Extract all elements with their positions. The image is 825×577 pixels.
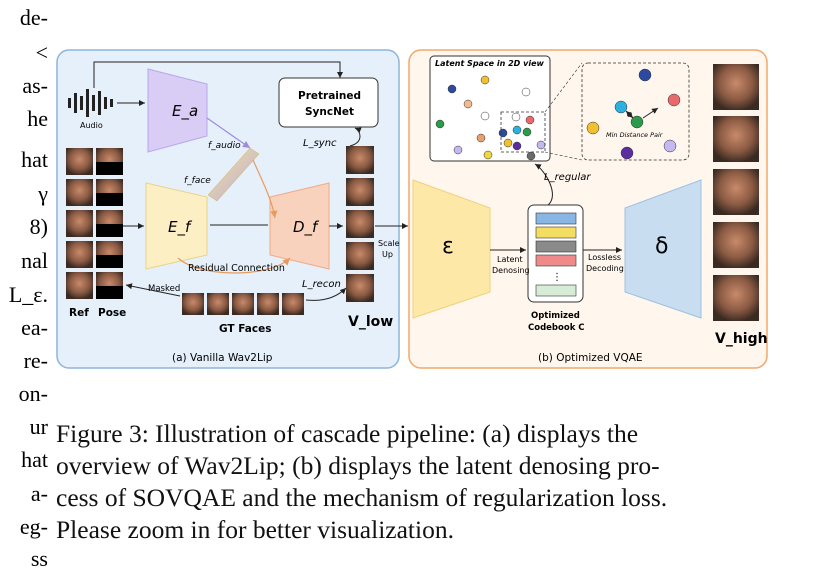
audio-encoder-label: E_a [172, 102, 198, 121]
latent-denosing-line1: Latent [497, 255, 523, 264]
vq-decoder-label: δ [655, 234, 668, 259]
latent-denosing-line2: Denosing [492, 266, 530, 275]
feature-bar [207, 147, 260, 202]
pose-label: Pose [98, 307, 126, 319]
figure-caption: Figure 3: Illustration of cascade pipeli… [56, 418, 816, 546]
zoom-box [581, 62, 690, 161]
caption-line: overview of Wav2Lip; (b) displays the la… [56, 451, 660, 480]
scale-up-line2: Up [382, 250, 393, 259]
left-fragment: he [27, 106, 48, 131]
face-decoder-label: D_f [293, 218, 320, 237]
left-fragment: ur [29, 414, 48, 439]
audio-label: Audio [80, 121, 103, 130]
f-face-label: f_face [184, 176, 211, 186]
left-fragment: as- [22, 73, 48, 98]
face-encoder-label: E_f [168, 218, 193, 237]
residual-label: Residual Connection [188, 263, 285, 274]
latent-space-title: Latent Space in 2D view [435, 59, 544, 68]
caption-line: cess of SOVQAE and the mechanism of regu… [56, 483, 668, 512]
left-fragment: ea- [21, 315, 48, 340]
left-fragment: hat [21, 147, 48, 172]
face-encoder-block [145, 182, 208, 270]
syncnet-line1: Pretrained [298, 90, 361, 102]
left-fragment: hat [21, 447, 48, 472]
vq-encoder-block [412, 179, 491, 319]
input-face-grid [66, 148, 123, 299]
syncnet-block [278, 77, 379, 128]
caption-line: Please zoom in for better visualization. [56, 515, 454, 544]
codebook-line1: Optimized [531, 311, 580, 321]
v-high-label: V_high [715, 331, 768, 347]
f-audio-label: f_audio [208, 141, 241, 151]
panel-b-caption: (b) Optimized VQAE [538, 352, 643, 364]
codebook-ellipsis: ⋮ [552, 272, 562, 283]
left-fragment: nal [21, 248, 48, 273]
lossless-line1: Lossless [588, 253, 621, 262]
vq-decoder-block [624, 179, 702, 319]
left-fragment: on- [18, 381, 48, 406]
left-fragment: re- [23, 348, 48, 373]
codebook-line2: Codebook C [528, 323, 585, 333]
left-fragment: ss [30, 546, 48, 571]
l-recon-label: L_recon [302, 279, 341, 290]
ref-label: Ref [69, 307, 89, 319]
left-fragment: < [35, 40, 48, 65]
face-decoder-block [269, 182, 330, 270]
left-fragment: eg- [19, 514, 48, 539]
scale-up-line1: Scale [378, 239, 400, 248]
audio-encoder-block [147, 68, 208, 153]
gt-faces-label: GT Faces [219, 323, 272, 335]
vq-encoder-label: ε [442, 234, 454, 259]
panel-a-caption: (a) Vanilla Wav2Lip [172, 352, 273, 364]
v-high-faces [713, 64, 759, 321]
masked-label: Masked [148, 284, 180, 294]
syncnet-line2: SyncNet [305, 106, 354, 118]
left-fragment: L_ε. [8, 282, 48, 307]
caption-line: Figure 3: Illustration of cascade pipeli… [56, 419, 639, 448]
l-sync-label: L_sync [303, 138, 337, 149]
lossless-line2: Decoding [586, 264, 624, 273]
zoom-points [586, 68, 681, 160]
left-fragment: 8) [29, 214, 48, 239]
gt-faces-row [182, 293, 304, 315]
v-low-faces [346, 146, 374, 302]
min-distance-label: Min Distance Pair [606, 131, 664, 139]
left-fragment: a- [30, 481, 48, 506]
v-low-label: V_low [348, 314, 393, 330]
left-fragment: de- [19, 5, 48, 30]
pipeline-figure: Audio E_a Pretrained SyncNet L_sync f_au… [56, 49, 768, 369]
l-regular-label: L_regular [544, 172, 591, 183]
left-fragment: γ [38, 181, 48, 206]
latent-space-box [429, 55, 551, 162]
audio-waveform-icon [68, 89, 113, 117]
